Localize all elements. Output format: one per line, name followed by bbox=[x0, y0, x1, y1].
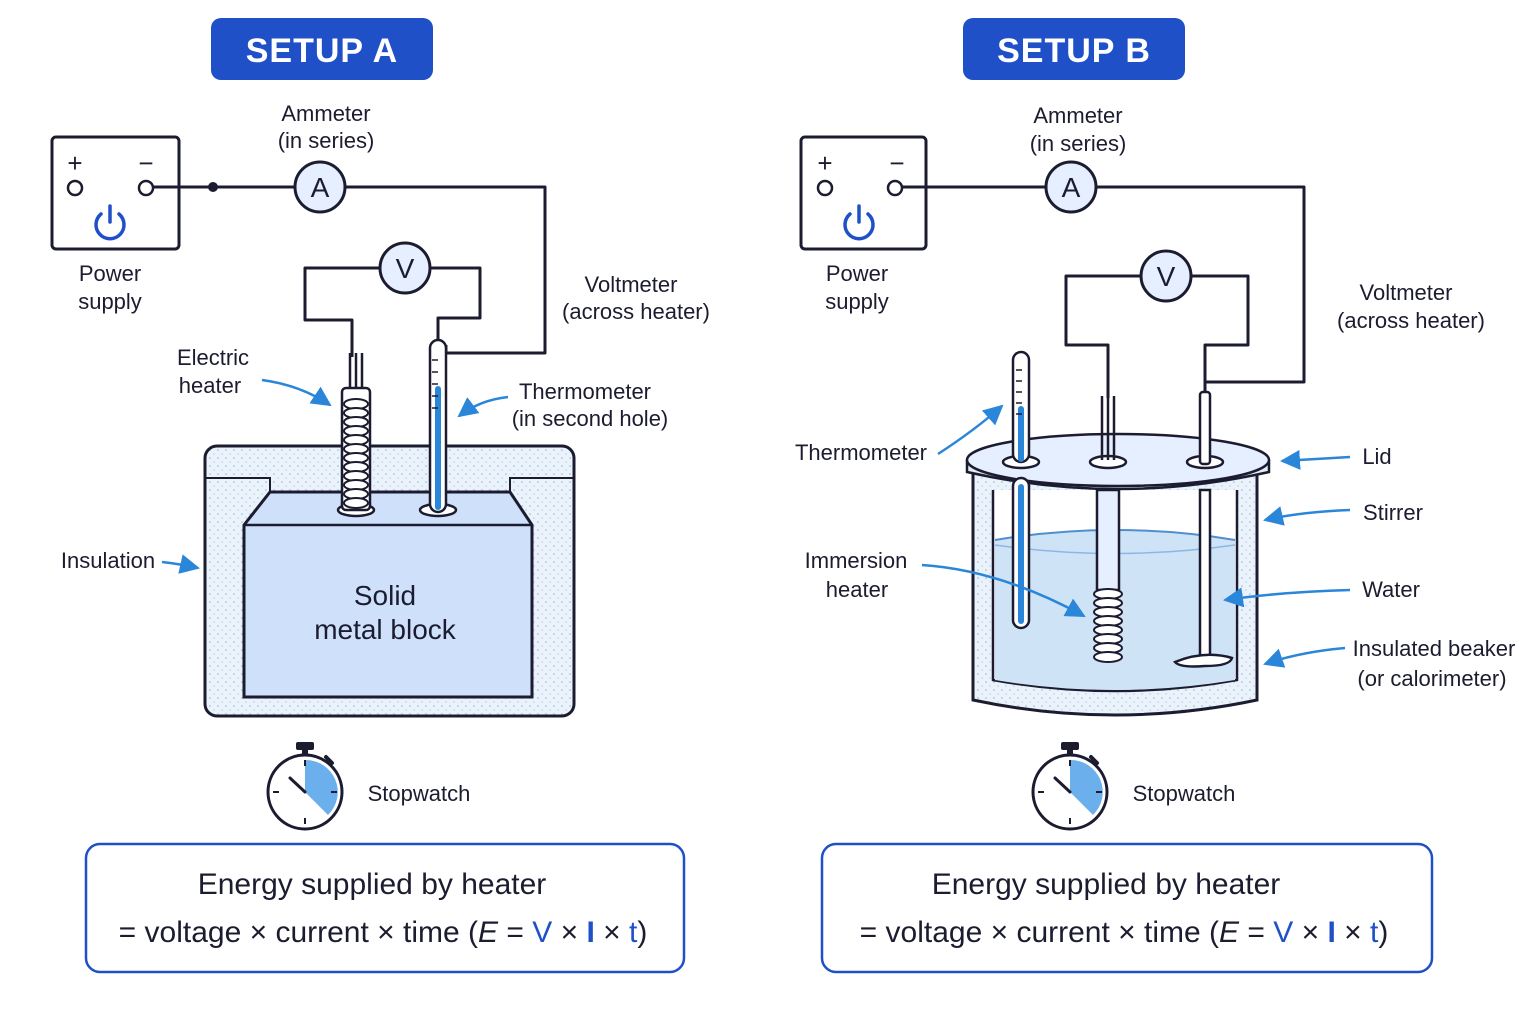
setup-b-lid-label: Lid bbox=[1362, 444, 1391, 469]
stopwatch-icon bbox=[266, 742, 344, 831]
setup-b-minus-sign: − bbox=[889, 148, 904, 178]
setup-a-negative-terminal bbox=[137, 179, 155, 197]
setup-b-voltmeter-label-2: (across heater) bbox=[1337, 308, 1485, 333]
setup-b-thermometer-label: Thermometer bbox=[795, 440, 927, 465]
setup-b-equation-line1: Energy supplied by heater bbox=[932, 868, 1281, 901]
setup-b-wires bbox=[902, 185, 1306, 398]
setup-a-minus-sign: − bbox=[138, 148, 153, 178]
setup-a-title-badge: SETUP A bbox=[211, 18, 433, 80]
setup-b-stirrer-label: Stirrer bbox=[1363, 500, 1423, 525]
setup-b-ammeter-symbol: A bbox=[1062, 172, 1081, 203]
setup-a-ammeter-label-1: Ammeter bbox=[281, 101, 370, 126]
setup-b-beaker-label-1: Insulated beaker bbox=[1353, 636, 1516, 661]
setup-a-title: SETUP A bbox=[246, 32, 398, 70]
setup-b-power-label-2: supply bbox=[825, 289, 889, 314]
setup-a-equation-line2: = voltage × current × time (E = V × I × … bbox=[119, 916, 648, 949]
setup-b-plus-sign: + bbox=[817, 148, 832, 178]
setup-b-thermometer bbox=[1011, 350, 1031, 630]
setup-a-electric-heater bbox=[340, 353, 372, 512]
setup-b-heater-label-1: Immersion bbox=[805, 548, 908, 573]
setup-b-title-badge: SETUP B bbox=[963, 18, 1185, 80]
setup-a-stopwatch-label: Stopwatch bbox=[368, 781, 471, 806]
setup-b-beaker-label-2: (or calorimeter) bbox=[1357, 666, 1506, 691]
setup-a-voltmeter-label-1: Voltmeter bbox=[585, 272, 678, 297]
setup-b-water-label: Water bbox=[1362, 577, 1420, 602]
power-icon bbox=[94, 204, 126, 241]
setup-b: SETUP B + − Power supply A Amm bbox=[795, 18, 1516, 974]
setup-a-power-label-1: Power bbox=[79, 261, 141, 286]
setup-b-voltmeter-label-1: Voltmeter bbox=[1360, 280, 1453, 305]
setup-a-equation-box: Energy supplied by heater = voltage × cu… bbox=[84, 842, 686, 974]
ammeter-icon: A bbox=[293, 160, 347, 214]
stopwatch-icon bbox=[1031, 742, 1109, 831]
setup-a-block-label-1: Solid bbox=[354, 580, 416, 611]
setup-b-power-label-1: Power bbox=[826, 261, 888, 286]
setup-b-title: SETUP B bbox=[997, 32, 1151, 70]
setup-a-power-label-2: supply bbox=[78, 289, 142, 314]
setup-a-wires bbox=[153, 182, 547, 357]
power-icon bbox=[843, 204, 875, 241]
setup-b-stirrer bbox=[1172, 390, 1234, 668]
setup-a-ammeter-symbol: A bbox=[311, 172, 330, 203]
setup-a-thermometer-label-2: (in second hole) bbox=[512, 406, 669, 431]
ammeter-icon: A bbox=[1044, 160, 1098, 214]
setup-a: SETUP A + − Power supply A bbox=[50, 18, 710, 974]
setup-a-heater-label-2: heater bbox=[179, 373, 241, 398]
setup-a-heater-label-1: Electric bbox=[177, 345, 249, 370]
setup-a-metal-block: Solid metal block bbox=[242, 490, 534, 699]
setup-b-immersion-heater bbox=[1093, 396, 1123, 663]
setup-a-power-supply: + − Power supply bbox=[50, 135, 181, 314]
voltmeter-icon: V bbox=[1139, 249, 1193, 303]
setup-b-ammeter-label-2: (in series) bbox=[1030, 131, 1127, 156]
setup-a-insulation-label: Insulation bbox=[61, 548, 155, 573]
setup-a-ammeter-label-2: (in series) bbox=[278, 128, 375, 153]
setup-a-thermometer bbox=[428, 338, 448, 514]
setup-a-voltmeter-symbol: V bbox=[396, 253, 415, 284]
setup-a-block-label-2: metal block bbox=[314, 614, 457, 645]
setup-b-heater-label-2: heater bbox=[826, 577, 888, 602]
setup-b-stopwatch-label: Stopwatch bbox=[1133, 781, 1236, 806]
setup-b-equation-line2: = voltage × current × time (E = V × I × … bbox=[860, 916, 1389, 949]
setup-a-plus-sign: + bbox=[67, 148, 82, 178]
setup-b-positive-terminal bbox=[816, 179, 834, 197]
setup-b-power-supply: + − Power supply bbox=[799, 135, 928, 314]
voltmeter-icon: V bbox=[378, 241, 432, 295]
setup-b-voltmeter-symbol: V bbox=[1157, 261, 1176, 292]
setup-a-thermometer-label-1: Thermometer bbox=[519, 379, 651, 404]
setup-a-voltmeter-label-2: (across heater) bbox=[562, 299, 710, 324]
setup-b-ammeter-label-1: Ammeter bbox=[1033, 103, 1122, 128]
setup-b-negative-terminal bbox=[886, 179, 904, 197]
setup-b-equation-box: Energy supplied by heater = voltage × cu… bbox=[820, 842, 1434, 974]
setup-a-positive-terminal bbox=[66, 179, 84, 197]
setup-a-equation-line1: Energy supplied by heater bbox=[198, 868, 547, 901]
